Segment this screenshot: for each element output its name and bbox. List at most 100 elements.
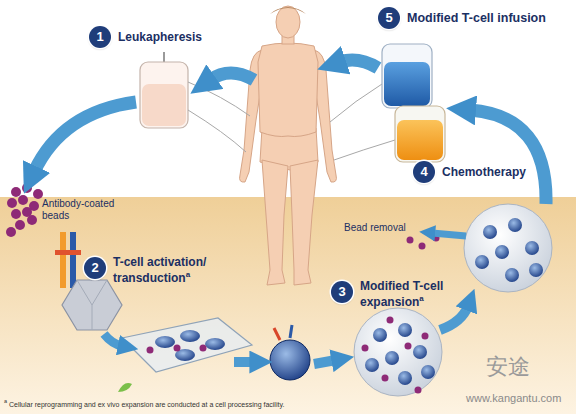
t-cell (398, 371, 412, 385)
bead (422, 333, 429, 340)
chemo-bag (395, 106, 445, 162)
bead (18, 195, 28, 205)
bead (387, 317, 394, 324)
t-cell (505, 268, 519, 282)
bead (22, 183, 32, 193)
bag-body (140, 62, 188, 128)
bead-label: Antibody-coated beads (42, 198, 122, 222)
bag-contents (142, 84, 186, 126)
t-cell (495, 245, 509, 259)
flow-arrow (234, 357, 254, 367)
bead (415, 387, 422, 394)
step-number: 1 (89, 26, 111, 48)
head (276, 6, 300, 38)
flow-arrow (104, 334, 122, 346)
bead (6, 227, 16, 237)
bead (11, 209, 21, 219)
tube (334, 140, 395, 160)
cell-bag (382, 44, 432, 108)
right-leg (290, 160, 318, 285)
receptor-chain (70, 232, 76, 288)
t-cell (413, 345, 427, 359)
step-node: 1 Leukapheresis (89, 26, 238, 60)
footnote: Cellular reprogramming and ex vivo expan… (9, 400, 409, 409)
t-cell (398, 323, 412, 337)
flow-arrow (210, 73, 254, 80)
t-cell (270, 340, 310, 380)
patient-figure (240, 6, 337, 285)
culture-sphere (464, 204, 552, 292)
modified-t-cell (270, 325, 310, 380)
step-node: 4 Chemotherapy (413, 161, 572, 195)
step-number: 3 (331, 281, 353, 303)
step-heading: Leukapheresis (118, 29, 238, 45)
tube (330, 84, 382, 122)
t-cell (508, 218, 522, 232)
cell-bag-contents (384, 62, 430, 106)
bead-cluster (6, 183, 43, 237)
t-cell (155, 336, 175, 348)
bead (382, 375, 389, 382)
t-cell (373, 328, 387, 342)
tube (188, 82, 250, 116)
step-heading: Modified T-cell infusion (407, 10, 576, 26)
t-cell (529, 263, 543, 277)
t-cell (180, 330, 200, 342)
t-cell (483, 225, 497, 239)
bead (147, 347, 154, 354)
t-cell (365, 358, 379, 372)
step-node: 2 T-cell activation/ transductiona (84, 257, 228, 291)
bead (15, 220, 25, 230)
step-label: Bead removal (344, 222, 414, 234)
bead-facets (77, 280, 107, 330)
culture-flask (122, 318, 252, 372)
step-heading: Modified T-cell expansiona (360, 278, 475, 310)
watermark: 安途 (486, 354, 566, 380)
flow-arrow (440, 306, 468, 330)
bead (405, 343, 412, 350)
step-number: 5 (378, 7, 400, 29)
watermark-url: www.kangantu.com (466, 392, 576, 405)
bead (407, 237, 414, 244)
bead (33, 189, 43, 199)
bead (419, 243, 426, 250)
step-heading: Chemotherapy (442, 164, 572, 180)
step-title: Modified T-cell expansion (360, 279, 443, 309)
torso (258, 43, 318, 137)
flow-arrows (34, 60, 546, 364)
flask-body (122, 318, 252, 372)
expansion-culture (354, 308, 442, 396)
culture-sphere (354, 308, 442, 396)
step-title: T-cell activation/ transduction (113, 255, 206, 285)
chemo-bag-contents (397, 120, 443, 160)
bead (27, 215, 37, 225)
t-cell (475, 255, 489, 269)
background-band (0, 197, 576, 414)
left-leg (262, 160, 288, 285)
bead (174, 345, 181, 352)
tube (188, 110, 246, 152)
removed-beads (407, 235, 440, 250)
car-receptor (274, 328, 280, 340)
bead (200, 345, 207, 352)
car-receptor (290, 325, 292, 338)
leaf (118, 383, 132, 392)
flow-arrow (470, 110, 546, 204)
flow-arrow (34, 102, 136, 172)
t-cell (385, 351, 399, 365)
purified-culture (464, 204, 552, 292)
bead (362, 345, 369, 352)
receptor-chain (60, 232, 66, 288)
step-title: Chemotherapy (442, 165, 526, 179)
step-heading: T-cell activation/ transductiona (113, 254, 228, 286)
receptor-band (55, 250, 81, 255)
step-number: 2 (84, 257, 106, 279)
step-title: Leukapheresis (118, 30, 202, 44)
t-cell (525, 241, 539, 255)
bead (7, 198, 17, 208)
hair (270, 7, 306, 14)
flow-arrow (314, 360, 336, 364)
step-number: 4 (413, 161, 435, 183)
bag-hook (163, 52, 165, 62)
